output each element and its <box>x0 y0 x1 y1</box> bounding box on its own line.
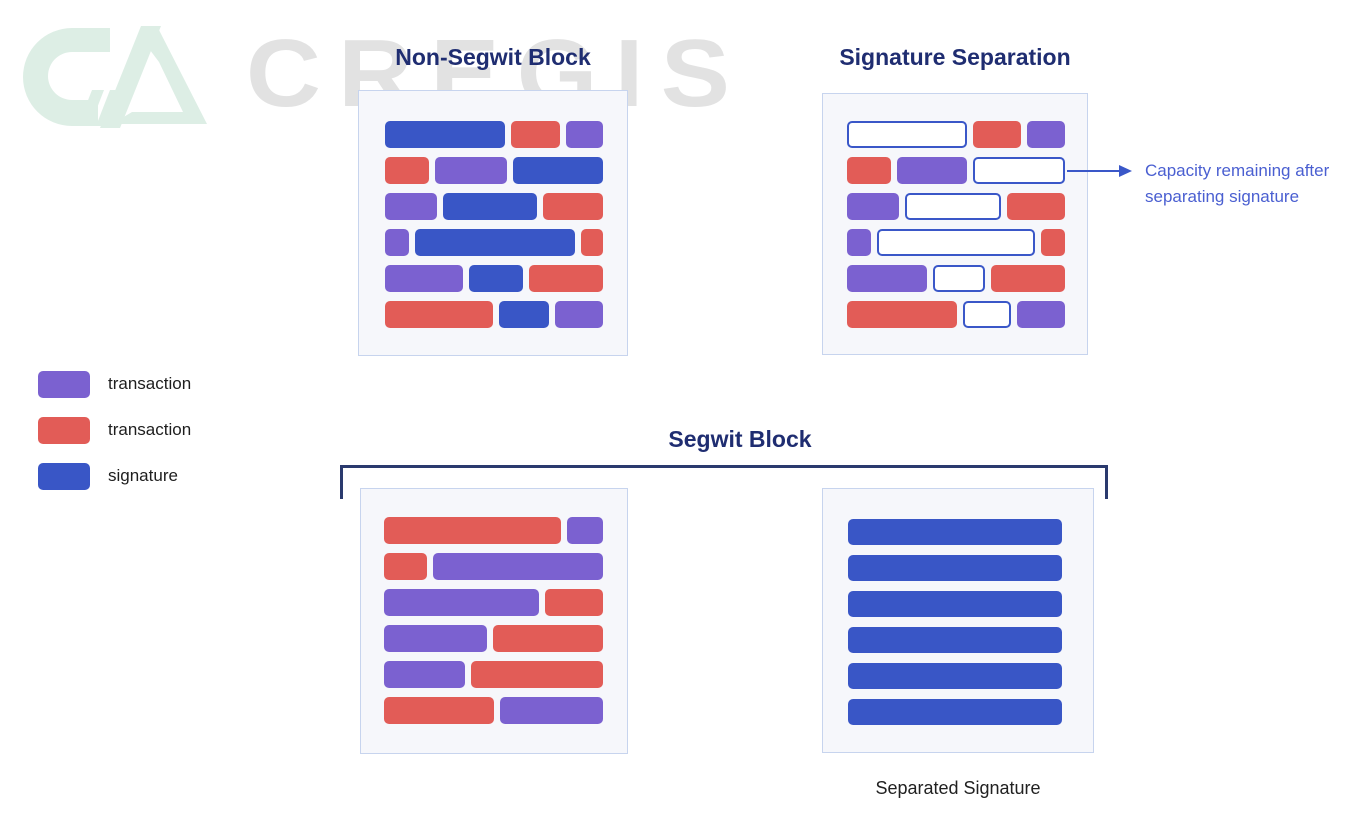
capacity-block <box>973 157 1065 184</box>
block-row <box>385 193 603 220</box>
transaction-block-purple <box>435 157 507 184</box>
block-row <box>384 553 607 580</box>
transaction-block-red <box>1007 193 1065 220</box>
block-row <box>385 265 603 292</box>
transaction-block-red <box>511 121 560 148</box>
block-row <box>847 193 1065 220</box>
signature-block <box>415 229 575 256</box>
block-row <box>385 301 603 328</box>
block-row <box>847 229 1065 256</box>
transaction-block-red <box>973 121 1021 148</box>
non-segwit-block-title: Non-Segwit Block <box>395 44 591 70</box>
transaction-block-red <box>384 697 494 724</box>
legend-swatch-tx-purple <box>38 370 90 398</box>
signature-bar <box>848 519 1062 545</box>
transaction-block-purple <box>555 301 603 328</box>
signature-bar <box>848 663 1062 689</box>
transaction-block-purple <box>385 229 409 256</box>
transaction-block-purple <box>1027 121 1065 148</box>
legend-item: transaction <box>38 370 191 398</box>
transaction-block-purple <box>566 121 603 148</box>
transaction-block-red <box>384 517 561 544</box>
capacity-block <box>877 229 1035 256</box>
capacity-block <box>933 265 985 292</box>
transaction-block-red <box>991 265 1065 292</box>
transaction-block-purple <box>567 517 603 544</box>
legend: transaction transaction signature <box>38 370 191 508</box>
transaction-block-red <box>384 553 427 580</box>
signature-bar <box>848 627 1062 653</box>
transaction-block-purple <box>1017 301 1065 328</box>
transaction-block-purple <box>384 661 465 688</box>
transaction-block-red <box>1041 229 1065 256</box>
separated-signature-label: Separated Signature <box>875 778 1041 798</box>
block-row <box>847 121 1065 148</box>
legend-label: transaction <box>108 420 192 439</box>
ca-monogram-icon <box>23 26 207 128</box>
block-row <box>384 625 607 652</box>
legend-item: signature <box>38 462 191 490</box>
signature-block <box>469 265 523 292</box>
separated-signature-box <box>822 488 1094 753</box>
transaction-block-red <box>385 301 493 328</box>
segwit-block-title: Segwit Block <box>668 426 812 452</box>
transaction-block-red <box>581 229 603 256</box>
block-row <box>385 121 603 148</box>
legend-swatch-signature <box>38 462 90 490</box>
capacity-block <box>905 193 1001 220</box>
signature-block <box>385 121 505 148</box>
signature-bar <box>848 699 1062 725</box>
block-row <box>384 697 607 724</box>
transaction-block-purple <box>897 157 967 184</box>
segwit-bracket <box>340 465 1108 499</box>
block-row <box>384 661 607 688</box>
transaction-block-red <box>545 589 603 616</box>
transaction-block-red <box>493 625 603 652</box>
transaction-block-purple <box>847 265 927 292</box>
signature-block <box>443 193 537 220</box>
capacity-block <box>847 121 967 148</box>
transaction-block-red <box>471 661 603 688</box>
transaction-block-purple <box>385 265 463 292</box>
signature-bar <box>848 591 1062 617</box>
transaction-block-red <box>847 157 891 184</box>
annotation-arrow-icon <box>1067 162 1133 185</box>
non-segwit-block-box <box>358 90 628 356</box>
transaction-block-purple <box>385 193 437 220</box>
transaction-block-red <box>847 301 957 328</box>
transaction-block-purple <box>384 625 487 652</box>
signature-separation-box <box>822 93 1088 355</box>
segwit-transactions-box <box>360 488 628 754</box>
cregis-ca-logo-mark <box>20 26 210 133</box>
block-row <box>384 517 607 544</box>
block-row <box>847 157 1065 184</box>
block-row <box>847 301 1065 328</box>
block-row <box>384 589 607 616</box>
capacity-block <box>963 301 1011 328</box>
transaction-block-red <box>543 193 603 220</box>
block-row <box>847 265 1065 292</box>
signature-bar <box>848 555 1062 581</box>
transaction-block-red <box>529 265 603 292</box>
transaction-block-purple <box>847 193 899 220</box>
transaction-block-red <box>385 157 429 184</box>
transaction-block-purple <box>500 697 603 724</box>
capacity-annotation: Capacity remaining after separating sign… <box>1145 161 1330 206</box>
signature-separation-title: Signature Separation <box>839 44 1071 70</box>
legend-swatch-tx-red <box>38 416 90 444</box>
transaction-block-purple <box>433 553 603 580</box>
signature-block <box>513 157 603 184</box>
block-row <box>385 229 603 256</box>
legend-label: signature <box>108 466 178 485</box>
block-row <box>385 157 603 184</box>
legend-item: transaction <box>38 416 191 444</box>
signature-block <box>499 301 549 328</box>
legend-label: transaction <box>108 374 192 393</box>
transaction-block-purple <box>847 229 871 256</box>
transaction-block-purple <box>384 589 539 616</box>
